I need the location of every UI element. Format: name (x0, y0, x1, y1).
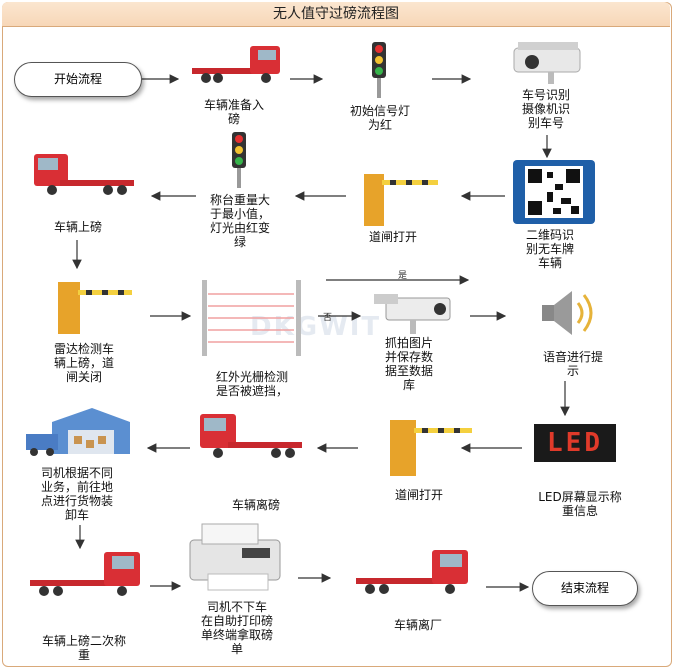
label-truck-leave-factory: 车辆离厂 (393, 618, 442, 632)
printer-icon (189, 523, 281, 591)
traffic-light-icon (372, 42, 386, 98)
warehouse-icon (26, 408, 130, 456)
speaker-icon (542, 291, 593, 335)
end-oval: 结束流程 (532, 571, 638, 606)
label-capture: 抓拍图片 并保存数 据至数据 库 (384, 336, 433, 392)
infrared-grating-icon (202, 280, 301, 356)
start-oval: 开始流程 (14, 62, 142, 97)
edge-label-no: 否 (323, 312, 332, 323)
diagram-title: 无人值守过磅流程图 (2, 2, 670, 27)
traffic-light-icon (232, 132, 246, 188)
label-radar: 雷达检测车 辆上磅，道 闸关闭 (53, 342, 114, 384)
label-plate-recog: 车号识别 摄像机识 别车号 (521, 88, 570, 130)
truck-icon (34, 154, 134, 195)
edge-label-yes: 是 (398, 270, 407, 281)
camera-icon (374, 294, 451, 334)
label-truck-ready: 车辆准备入 磅 (203, 98, 264, 126)
barrier-gate-icon (390, 420, 472, 476)
camera-icon (513, 42, 581, 84)
label-truck-leave-scale: 车辆离磅 (231, 498, 280, 512)
label-infrared: 红外光栅检测 是否被遮挡， (215, 370, 288, 398)
label-gate-open-1: 道闸打开 (368, 230, 417, 244)
truck-icon (192, 46, 280, 83)
led-screen: LED (534, 424, 616, 462)
truck-icon (200, 414, 302, 458)
label-truck-on: 车辆上磅 (53, 220, 102, 234)
barrier-gate-icon (58, 282, 132, 334)
barrier-gate-icon (364, 174, 438, 226)
label-voice: 语音进行提 示 (542, 350, 603, 378)
label-led-display: LED屏幕显示称 重信息 (538, 490, 622, 518)
label-weight-light: 称台重量大 于最小值， 灯光由红变 绿 (209, 193, 270, 249)
label-self-print: 司机不下车 在自助打印磅 单终端拿取磅 单 (200, 600, 273, 656)
label-light-red: 初始信号灯 为红 (349, 104, 410, 132)
label-driver-unload: 司机根据不同 业务，前往地 点进行货物装 卸车 (40, 466, 113, 522)
label-qr-recog: 二维码识 别无车牌 车辆 (525, 228, 574, 270)
label-gate-open-2: 道闸打开 (394, 488, 443, 502)
truck-icon (356, 550, 468, 594)
qr-code-icon (513, 160, 595, 224)
truck-icon (30, 552, 140, 596)
label-truck-second: 车辆上磅二次称 重 (41, 634, 126, 662)
